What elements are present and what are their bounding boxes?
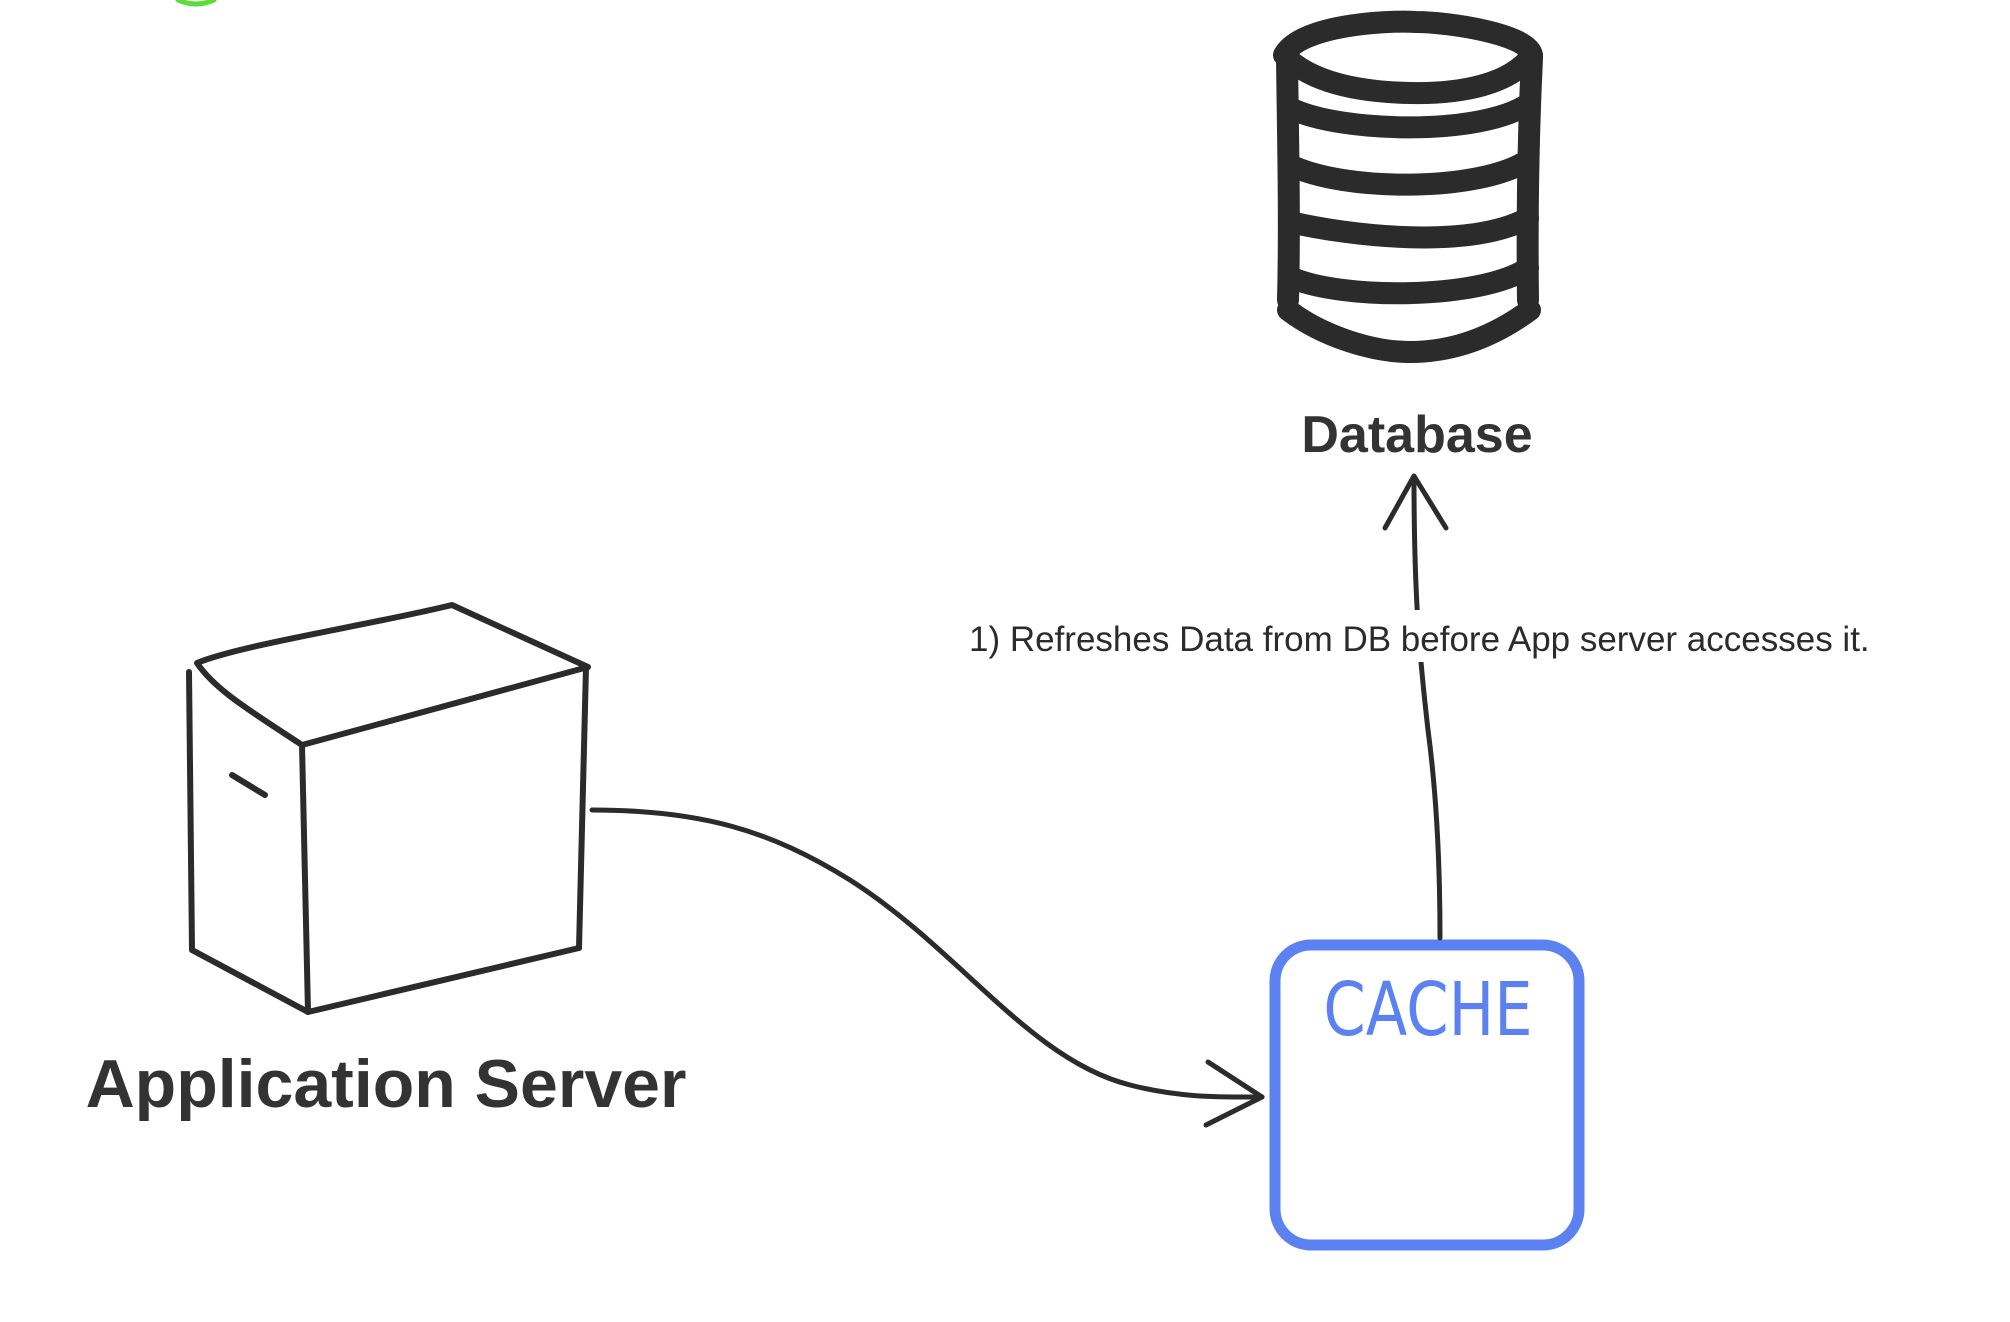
edge-cache-to-database-line — [1411, 475, 1443, 941]
arrowhead-right-icon — [1203, 1059, 1265, 1128]
server-box-icon — [186, 602, 591, 1015]
edge-server-to-cache-line — [589, 807, 1265, 1100]
database-label: Database — [1301, 406, 1532, 464]
cache-box — [1269, 939, 1585, 1251]
edge-label-backing — [1400, 610, 1436, 662]
cache-node[interactable]: CACHE — [1269, 939, 1585, 1251]
edge-server-to-cache[interactable] — [589, 807, 1265, 1128]
corner-accent-mark — [175, 0, 217, 7]
database-node[interactable]: Database — [1273, 10, 1543, 464]
edge-cache-to-database-label: 1) Refreshes Data from DB before App ser… — [969, 620, 1870, 659]
application-server-node[interactable]: Application Server — [86, 602, 687, 1122]
application-server-label: Application Server — [86, 1046, 687, 1122]
edge-cache-to-database[interactable]: 1) Refreshes Data from DB before App ser… — [969, 473, 1870, 941]
cache-label: CACHE — [1323, 966, 1532, 1052]
database-icon — [1273, 10, 1543, 363]
arrowhead-up-icon — [1382, 473, 1449, 531]
